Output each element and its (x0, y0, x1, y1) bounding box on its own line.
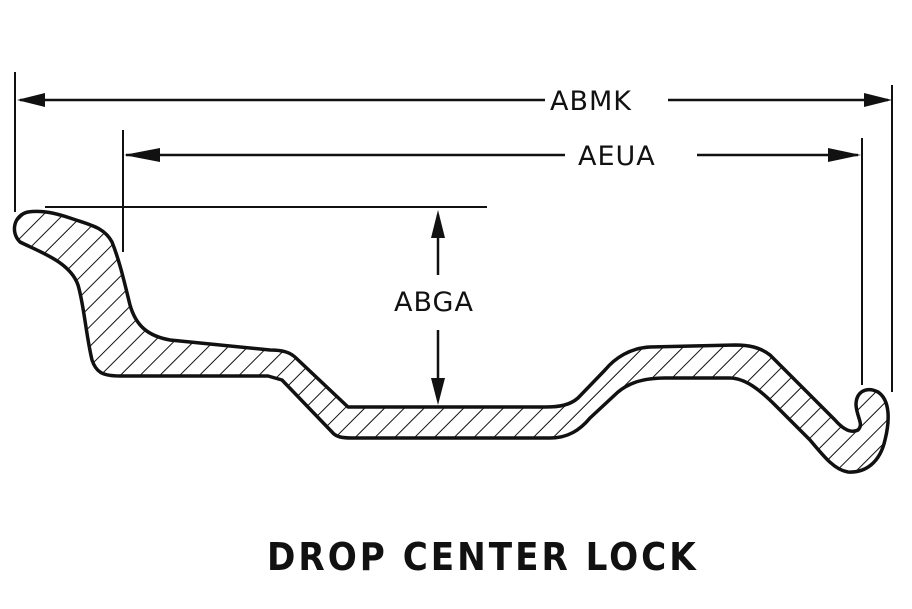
rim-profile (12, 209, 890, 474)
diagram-title: DROP CENTER LOCK (267, 535, 699, 579)
abmk-label: ABMK (550, 86, 632, 117)
abga-dimension: ABGA (394, 210, 474, 405)
abmk-dimension: ABMK (17, 86, 892, 117)
aeua-dimension: AEUA (124, 141, 861, 172)
abga-label: ABGA (394, 287, 474, 318)
aeua-label: AEUA (578, 141, 656, 172)
